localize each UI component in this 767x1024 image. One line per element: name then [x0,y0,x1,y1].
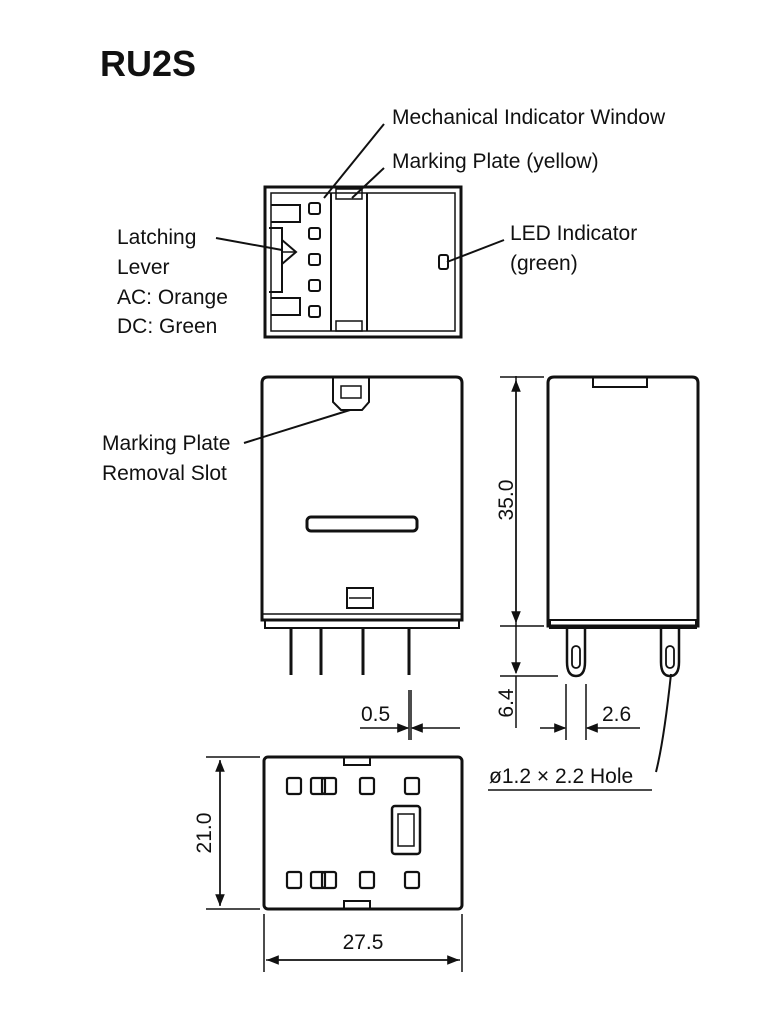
top-view [263,185,463,339]
hole-label: ø1.2 × 2.2 Hole [489,765,633,788]
pin-thickness-dimension [360,690,460,740]
height-label: 35.0 [495,480,518,521]
latching-lever-line-4: DC: Green [117,315,217,338]
pin-length-dimension [500,626,558,728]
led-indicator-line-1: LED Indicator [510,222,637,245]
depth-label: 21.0 [193,813,216,854]
pin-thickness-label: 0.5 [361,703,390,726]
front-view [260,375,464,675]
marking-plate-label: Marking Plate (yellow) [392,150,599,173]
pin-length-label: 6.4 [495,688,518,718]
led-indicator-line-2: (green) [510,252,578,275]
width-label: 27.5 [343,931,384,954]
pin-spacing-label: 2.6 [602,703,631,726]
latching-lever-line-2: Lever [117,256,170,279]
bottom-view [262,755,464,911]
diagram-title: RU2S [100,43,196,84]
hole-leader [655,673,672,773]
latching-lever-line-3: AC: Orange [117,286,228,309]
side-view [546,375,700,678]
marking-plate-slot-line-1: Marking Plate [102,432,230,455]
depth-dimension [206,756,260,910]
pin-spacing-dimension [540,684,640,740]
latching-lever-line-1: Latching [117,226,196,249]
mechanical-indicator-label: Mechanical Indicator Window [392,106,666,129]
marking-plate-slot-leader [243,409,351,444]
height-dimension [500,376,544,627]
callout-leaders-top [215,123,505,263]
width-dimension [263,914,463,972]
marking-plate-slot-line-2: Removal Slot [102,462,227,485]
